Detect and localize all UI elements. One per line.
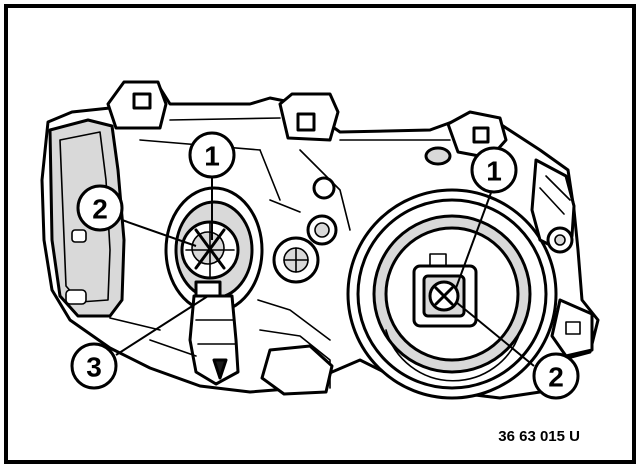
callout-2-left: 2 xyxy=(76,184,124,232)
figure-code: 36 63 015 U xyxy=(498,428,580,445)
callout-3: 3 xyxy=(70,342,118,390)
callout-3-label: 3 xyxy=(86,352,102,383)
connector-plug xyxy=(188,294,240,386)
callout-2-left-label: 2 xyxy=(92,194,108,225)
headlight-assembly xyxy=(40,80,600,400)
callout-1-right: 1 xyxy=(470,146,518,194)
callout-2-right: 2 xyxy=(532,352,580,400)
right-reflector xyxy=(346,188,558,400)
callout-1-left: 1 xyxy=(188,131,236,179)
left-bulb-socket xyxy=(164,186,264,314)
callout-1-right-label: 1 xyxy=(486,156,502,187)
callout-2-right-label: 2 xyxy=(548,362,564,393)
adjuster-studs xyxy=(257,176,338,341)
leader-lines xyxy=(115,177,535,367)
callout-1-left-label: 1 xyxy=(204,141,220,172)
